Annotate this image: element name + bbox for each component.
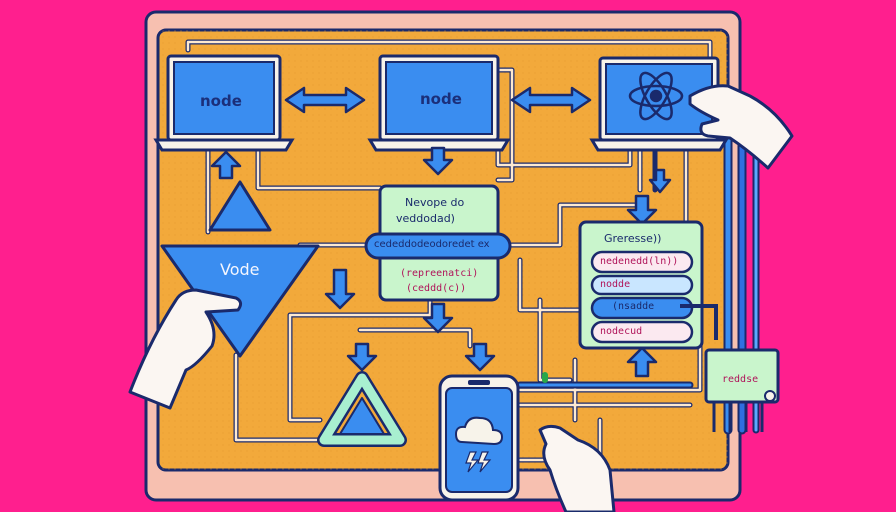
right-panel <box>578 220 718 350</box>
center-panel-title: Nevope do <box>405 196 465 209</box>
small-box <box>704 348 780 432</box>
right-panel-row1: nedenedd(ln)) <box>600 256 679 267</box>
hand-left <box>128 288 243 410</box>
laptop-left-label: node <box>200 92 242 110</box>
hand-top-right <box>688 84 794 170</box>
center-panel-line2: (repreenatci) <box>400 268 479 279</box>
hand-bottom <box>538 424 616 512</box>
laptop-center <box>367 54 511 152</box>
react-atom-icon <box>628 71 684 121</box>
right-panel-row2: nodde <box>600 279 631 290</box>
lightning-icon <box>465 451 492 473</box>
recycle-icon <box>317 371 407 447</box>
small-box-label: reddse <box>722 374 759 385</box>
double-arrows <box>284 86 592 114</box>
right-panel-row3: (nsadde <box>612 301 655 312</box>
center-panel-line1: veddodad) <box>396 212 455 225</box>
right-panel-title: Greresse)) <box>604 232 662 245</box>
cloud-icon <box>454 416 504 446</box>
small-triangle <box>208 180 272 232</box>
triangle-label: Vode <box>220 260 260 279</box>
center-panel-pill: cededdodeodoredet ex <box>374 239 490 250</box>
flow-arrows <box>210 146 672 378</box>
laptop-center-label: node <box>420 90 462 108</box>
center-panel-line3: (ceddd(c)) <box>406 283 467 294</box>
right-panel-row4: nodecud <box>600 326 643 337</box>
center-panel <box>364 184 512 302</box>
laptop-left <box>153 54 295 152</box>
